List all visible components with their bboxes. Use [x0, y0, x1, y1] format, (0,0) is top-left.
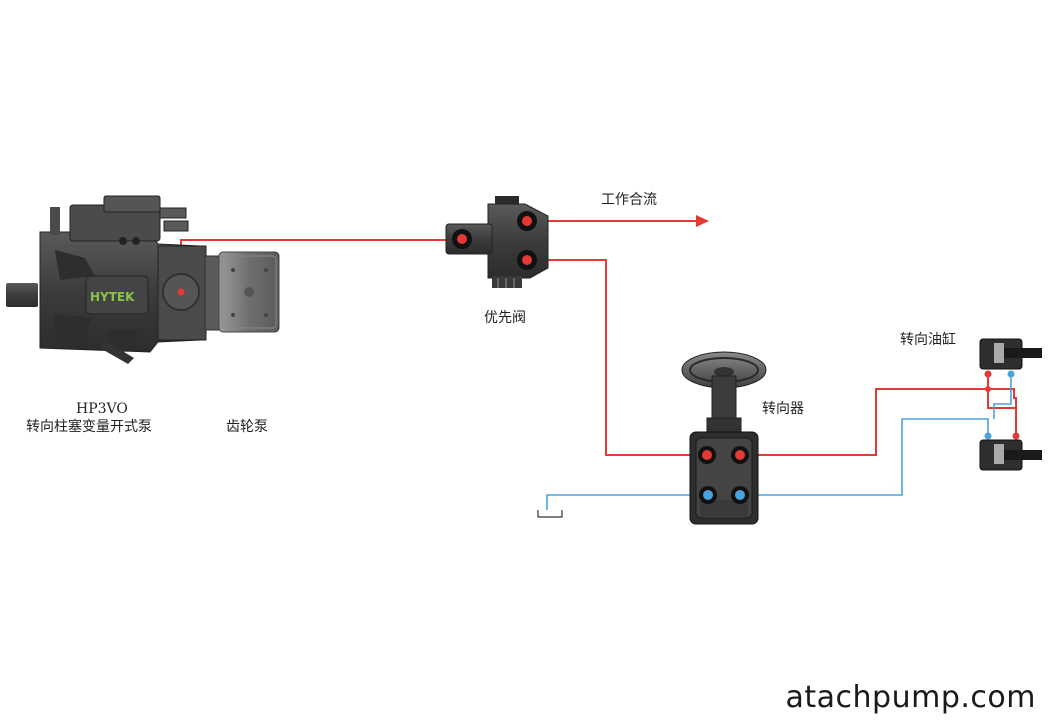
steering-unit-label: 转向器	[762, 401, 804, 417]
pipe-tank-return	[546, 494, 708, 510]
pipe-cylinder-cross-red	[987, 374, 1016, 409]
pump-name-label: 转向柱塞变量开式泵	[26, 419, 152, 435]
return-lines	[546, 374, 1012, 510]
steering-cylinder-bottom	[979, 439, 1042, 471]
pressure-lines	[180, 220, 1017, 456]
priority-valve-label: 优先阀	[484, 310, 526, 326]
pump-outlet-port	[177, 288, 185, 296]
pipe-steering-to-cylinders	[740, 388, 1017, 456]
watermark: atachpump.com	[785, 680, 1036, 715]
pipe-priority-to-steering	[527, 259, 707, 456]
pump-model-label: HP3VO	[76, 401, 128, 417]
pump-logo: HYTEK	[90, 290, 135, 304]
work-flow-arrow	[696, 215, 709, 227]
gear-pump	[204, 251, 280, 333]
pipe-cylinder-cross-blue	[993, 374, 1012, 419]
priority-valve	[445, 196, 549, 288]
work-flow-label: 工作合流	[601, 192, 657, 208]
gear-pump-label: 齿轮泵	[226, 419, 268, 435]
cylinder-ports	[984, 370, 1020, 440]
steering-cylinder-top	[979, 338, 1042, 370]
steering-unit	[681, 351, 767, 525]
pipe-steering-to-cylinders-return	[740, 418, 989, 496]
steering-cylinder-label: 转向油缸	[900, 332, 956, 348]
tank-symbol	[537, 510, 563, 518]
piston-pump	[6, 195, 207, 364]
